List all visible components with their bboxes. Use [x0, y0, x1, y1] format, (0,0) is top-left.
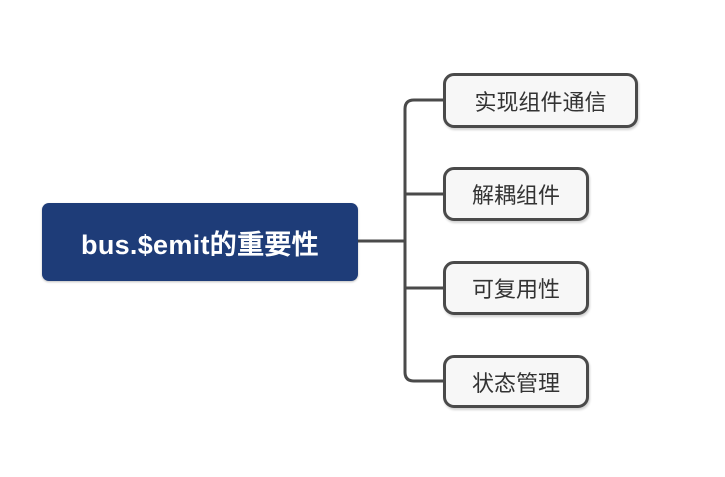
mindmap-branch-label-4: 状态管理	[471, 370, 560, 396]
connector-trunk	[403, 98, 443, 383]
mindmap-branch-label-2: 解耦组件	[471, 183, 560, 208]
mindmap-root-node[interactable]: bus.$emit的重要性	[42, 203, 358, 281]
mindmap-branch-node-1[interactable]: 实现组件通信	[443, 73, 638, 128]
mindmap-root-label: bus.$emit的重要性	[81, 229, 319, 260]
mindmap-branch-label-1: 实现组件通信	[474, 89, 607, 115]
mindmap-branch-node-2[interactable]: 解耦组件	[443, 167, 589, 221]
mindmap-branch-label-3: 可复用性	[471, 277, 560, 302]
mindmap-branch-node-4[interactable]: 状态管理	[443, 355, 589, 408]
mindmap-branch-node-3[interactable]: 可复用性	[443, 261, 589, 315]
